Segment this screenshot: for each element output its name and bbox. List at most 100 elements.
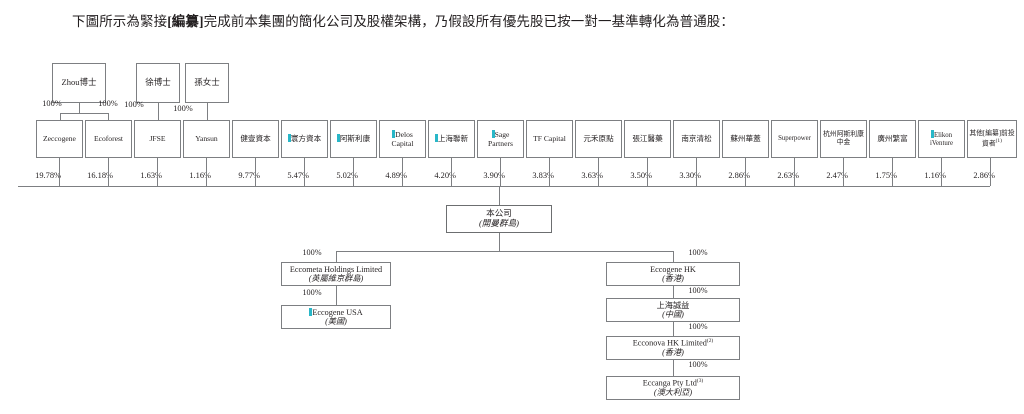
- connector-to-eccogene-hk: [673, 251, 674, 262]
- connector-sun-to-yansun: [207, 103, 208, 126]
- drop-yansun: [206, 158, 207, 186]
- subsidiary-box-ecconova-hk[interactable]: Ecconova HK Limited(2) (香港): [606, 336, 740, 360]
- shareholder-box-nanjing-qingsong[interactable]: 南京清松: [673, 120, 720, 158]
- owner-box-zhou[interactable]: Zhou博士: [52, 63, 106, 103]
- pct-jianyi-capital: 9.77%: [238, 171, 260, 180]
- intro-text-before: 下圖所示為緊接: [72, 14, 168, 29]
- highlight-mark-icon: [392, 130, 396, 138]
- shareholder-box-other-investors[interactable]: 其他[編纂]前投資者(1): [967, 120, 1017, 158]
- subsidiary-box-eccometa-holdings[interactable]: Eccometa Holdings Limited (英屬維京群島): [281, 262, 391, 286]
- subsidiary-name: Eccogene USA: [312, 307, 363, 317]
- shareholder-label: Delos Capital: [391, 130, 414, 148]
- pct-sun: 100%: [173, 104, 193, 113]
- shareholder-label: JFSE: [149, 133, 166, 143]
- shareholder-box-ecoforest[interactable]: Ecoforest: [85, 120, 132, 158]
- subsidiary-location: (澳大利亞): [653, 388, 693, 398]
- shareholder-box-hangzhou-astrazeneca-cicc[interactable]: 杭州阿斯利康中金: [820, 120, 867, 158]
- drop-shanghai-lianxin: [451, 158, 452, 186]
- pct-nanjing-qingsong: 3.30%: [679, 171, 701, 180]
- shareholder-label: 其他[編纂]前投資者: [969, 130, 1015, 148]
- shareholder-box-astrazeneca[interactable]: 阿斯利康: [330, 120, 377, 158]
- shareholder-box-huanfang-capital[interactable]: 寰方資本: [281, 120, 328, 158]
- subsidiary-box-shanghai-chengyi[interactable]: 上海誠益 (中國): [606, 298, 740, 322]
- shareholder-box-zhangjiang-pharma[interactable]: 張江醫藥: [624, 120, 671, 158]
- subsidiary-name: 上海誠益: [656, 300, 690, 310]
- drop-astrazeneca: [353, 158, 354, 186]
- shareholder-label: 阿斯利康: [339, 134, 371, 144]
- drop-tf-capital: [549, 158, 550, 186]
- highlight-mark-icon: [287, 134, 291, 143]
- shareholder-box-guangzhou-fanfu[interactable]: 廣州繁富: [869, 120, 916, 158]
- pct-elikon-iventure: 1.16%: [924, 171, 946, 180]
- pct-xu: 100%: [124, 100, 144, 109]
- owner-box-sun[interactable]: 孫女士: [185, 63, 229, 103]
- pct-shanghai-lianxin: 4.20%: [434, 171, 456, 180]
- intro-paragraph: 下圖所示為緊接[編纂]完成前本集團的簡化公司及股權架構，乃假設所有優先股已按一對…: [72, 12, 972, 32]
- company-location: (開曼群島): [478, 218, 520, 228]
- shareholder-box-superpower[interactable]: Superpower: [771, 120, 818, 158]
- drop-jianyi-capital: [255, 158, 256, 186]
- drop-zeccogene: [59, 158, 60, 186]
- owner-label: 徐博士: [145, 77, 171, 88]
- connector-zhou-to-ecoforest: [108, 113, 109, 126]
- shareholder-box-jfse[interactable]: JFSE: [134, 120, 181, 158]
- shareholder-box-yuanhe-yuandian[interactable]: 元禾原點: [575, 120, 622, 158]
- shareholder-box-jianyi-capital[interactable]: 健壹資本: [232, 120, 279, 158]
- subsidiary-location: (英屬維京群島): [308, 274, 364, 283]
- shareholder-box-suzhou-huagai[interactable]: 蘇州華蓋: [722, 120, 769, 158]
- drop-superpower: [794, 158, 795, 186]
- pct-zhangjiang-pharma: 3.50%: [630, 171, 652, 180]
- shareholder-box-yansun[interactable]: Yansun: [183, 120, 230, 158]
- highlight-mark-icon: [930, 130, 934, 139]
- shareholder-box-tf-capital[interactable]: TF Capital: [526, 120, 573, 158]
- connector-eccogene-hk-to-shanghai: [673, 286, 674, 298]
- pct-hangzhou-astrazeneca-cicc: 2.47%: [826, 171, 848, 180]
- pct-eccogene-usa: 100%: [302, 288, 322, 297]
- pct-shanghai-chengyi: 100%: [688, 286, 708, 295]
- drop-jfse: [157, 158, 158, 186]
- connector-zhou-stem: [79, 103, 80, 113]
- subsidiary-box-eccogene-hk[interactable]: Eccogene HK (香港): [606, 262, 740, 286]
- shareholder-box-elikon-iventure[interactable]: Elikon iVenture: [918, 120, 965, 158]
- connector-zhou-bus: [60, 113, 108, 114]
- pct-astrazeneca: 5.02%: [336, 171, 358, 180]
- connector-bus-to-company: [499, 186, 500, 205]
- connector-xu-to-jfse: [158, 103, 159, 126]
- highlight-mark-icon: [491, 130, 495, 138]
- shareholder-label: 上海聯新: [437, 134, 469, 144]
- shareholder-label: Sage Partners: [488, 130, 513, 148]
- subsidiary-box-eccogene-usa[interactable]: Eccogene USA (美國): [281, 305, 391, 329]
- subsidiary-location: (香港): [662, 274, 684, 283]
- pct-tf-capital: 3.83%: [532, 171, 554, 180]
- pct-suzhou-huagai: 2.86%: [728, 171, 750, 180]
- subsidiary-box-eccanga-pty[interactable]: Eccanga Pty Ltd(3) (澳大利亞): [606, 376, 740, 400]
- company-box[interactable]: 本公司 (開曼群島): [446, 205, 552, 233]
- intro-bracket-token: [編纂]: [167, 14, 204, 29]
- shareholder-box-zeccogene[interactable]: Zeccogene: [36, 120, 83, 158]
- highlight-mark-icon: [336, 134, 340, 143]
- pct-zeccogene: 19.78%: [35, 171, 61, 180]
- pct-superpower: 2.63%: [777, 171, 799, 180]
- shareholder-label: 寰方資本: [290, 134, 322, 144]
- shareholder-box-delos-capital[interactable]: Delos Capital: [379, 120, 426, 158]
- owner-label: Zhou博士: [61, 77, 97, 88]
- shareholder-label: 廣州繁富: [877, 133, 908, 143]
- drop-sage-partners: [500, 158, 501, 186]
- connector-shanghai-to-ecconova: [673, 322, 674, 336]
- pct-jfse: 1.63%: [140, 171, 162, 180]
- owner-box-xu[interactable]: 徐博士: [136, 63, 180, 103]
- shareholder-label: 杭州阿斯利康中金: [823, 131, 864, 146]
- connector-to-eccometa: [336, 251, 337, 262]
- subsidiary-name: Eccogene HK: [650, 264, 696, 274]
- shareholder-label: 健壹資本: [240, 133, 271, 143]
- connector-eccometa-to-eccogene-usa: [336, 286, 337, 305]
- subsidiary-location: (中國): [662, 310, 684, 319]
- shareholder-box-shanghai-lianxin[interactable]: 上海聯新: [428, 120, 475, 158]
- shareholder-label: Yansun: [195, 133, 218, 143]
- connector-company-stem: [499, 233, 500, 251]
- owner-label: 孫女士: [194, 77, 220, 88]
- shareholder-label: Zeccogene: [43, 133, 76, 143]
- drop-suzhou-huagai: [745, 158, 746, 186]
- shareholder-box-sage-partners[interactable]: Sage Partners: [477, 120, 524, 158]
